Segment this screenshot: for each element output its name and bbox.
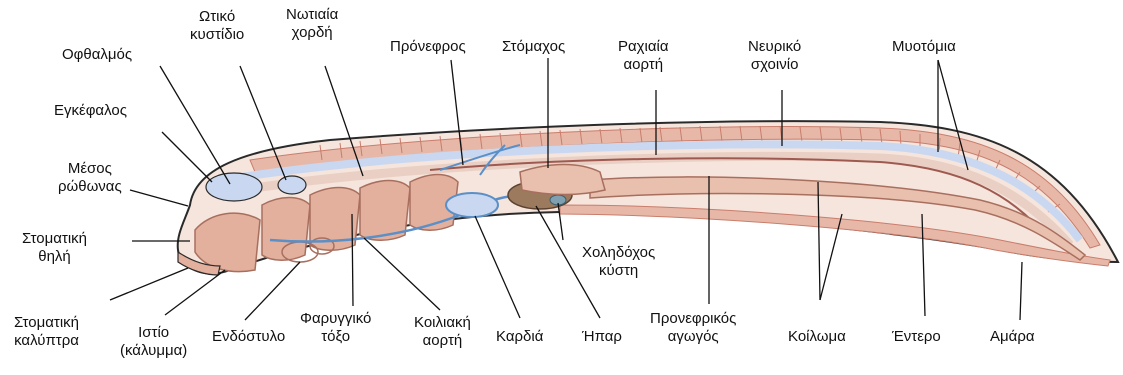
label-velum: Ιστίο (κάλυμμα) — [120, 324, 187, 360]
label-brain: Εγκέφαλος — [54, 102, 127, 120]
label-heart: Καρδιά — [496, 328, 543, 346]
label-gallbladder: Χοληδόχος κύστη — [582, 244, 655, 280]
label-dorsal-aorta: Ραχιαία αορτή — [618, 38, 669, 74]
label-endostyle: Ενδόστυλο — [212, 328, 285, 346]
eye-shape — [206, 173, 262, 201]
label-stomach: Στόμαχος — [502, 38, 565, 56]
label-liver: Ήπαρ — [582, 328, 622, 346]
label-nerve-cord: Νευρικό σχοινίο — [748, 38, 801, 74]
label-pharyngeal-arch: Φαρυγγικό τόξο — [300, 310, 371, 346]
stomach-shape — [520, 165, 605, 195]
label-intestine: Έντερο — [892, 328, 941, 346]
label-oral-hood: Στοματική καλύπτρα — [14, 314, 79, 350]
label-rostrum: Μέσος ρώθωνας — [58, 160, 122, 196]
label-pronephric-duct: Προνεφρικός αγωγός — [650, 310, 736, 346]
label-myotomes: Μυοτόμια — [892, 38, 956, 56]
label-anus: Αμάρα — [990, 328, 1035, 346]
otic-vesicle-shape — [278, 176, 306, 194]
label-oral-papilla: Στοματική θηλή — [22, 230, 87, 266]
heart-shape — [446, 193, 498, 217]
label-eye: Οφθαλμός — [62, 46, 132, 64]
label-notochord: Νωτιαία χορδή — [286, 6, 338, 42]
label-pronephros: Πρόνεφρος — [390, 38, 466, 56]
label-otic-vesicle: Ωτικό κυστίδιο — [190, 8, 244, 44]
label-ventral-aorta: Κοιλιακή αορτή — [414, 314, 471, 350]
label-coelom: Κοίλωμα — [788, 328, 846, 346]
